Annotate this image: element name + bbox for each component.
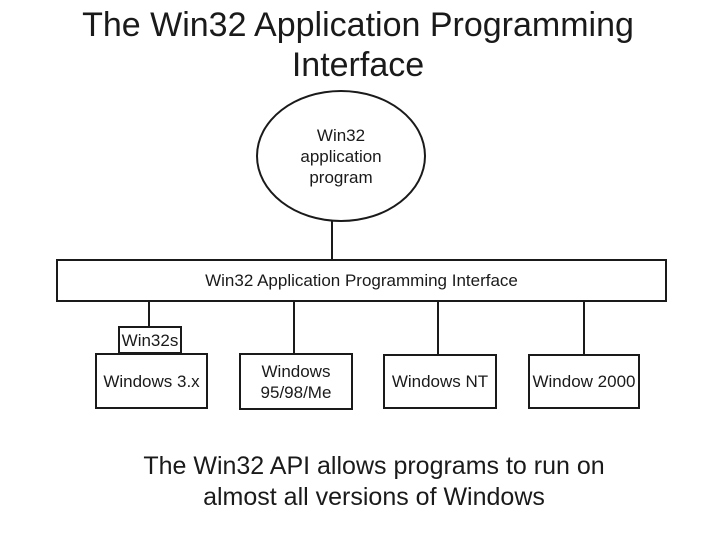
os-box-windows-95-98-me-label: Windows 95/98/Me [260, 361, 332, 402]
slide-caption: The Win32 API allows programs to run on … [28, 451, 720, 513]
win32-app-ellipse: Win32 application program [256, 90, 426, 222]
connector-api-to-win2000 [583, 298, 585, 356]
connector-app-to-api [331, 218, 333, 268]
os-box-windows-3x: Windows 3.x [95, 353, 208, 409]
os-box-window-2000: Window 2000 [528, 354, 640, 409]
api-bar-label: Win32 Application Programming Interface [205, 271, 518, 290]
win32-app-ellipse-label: Win32 application program [300, 125, 382, 187]
win32s-box: Win32s [118, 326, 182, 354]
slide-title: The Win32 Application Programming Interf… [0, 5, 716, 85]
os-box-windows-3x-label: Windows 3.x [103, 371, 200, 391]
os-box-windows-nt-label: Windows NT [391, 372, 489, 391]
os-box-windows-95-98-me: Windows 95/98/Me [239, 353, 353, 410]
connector-api-to-win9x [293, 298, 295, 356]
os-box-windows-nt: Windows NT [383, 354, 497, 409]
slide-title-line-1: The Win32 Application Programming [82, 6, 634, 44]
slide-caption-line-1: The Win32 API allows programs to run on [143, 452, 605, 480]
api-bar: Win32 Application Programming Interface [56, 259, 667, 302]
connector-api-to-win32s [148, 298, 150, 330]
slide-caption-line-2: almost all versions of Windows [203, 483, 545, 511]
connector-api-to-winnt [437, 298, 439, 356]
slide-title-line-2: Interface [291, 46, 425, 84]
os-box-window-2000-label: Window 2000 [532, 372, 636, 391]
win32s-box-label: Win32s [121, 330, 179, 350]
